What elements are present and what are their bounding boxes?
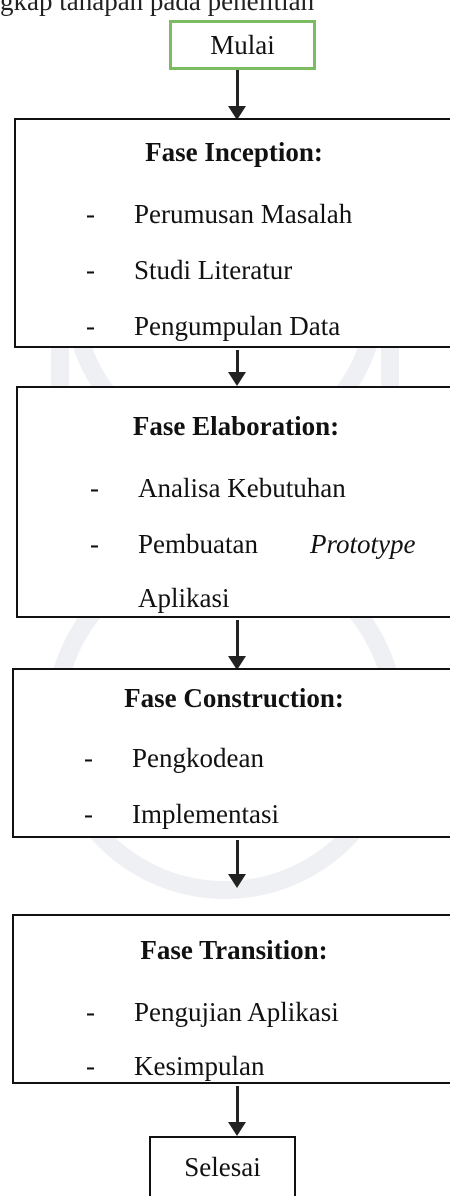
phase-inception-title: Fase Inception: — [145, 137, 323, 167]
arrow-inception-to-elaboration — [228, 350, 246, 386]
partial-caption-text: gkap tahapan pada penelitian — [0, 0, 315, 16]
phase-elaboration-title: Fase Elaboration: — [132, 411, 340, 441]
arrow-elaboration-to-construction — [228, 620, 246, 670]
end-node: Selesai — [149, 1136, 296, 1196]
phase-transition: Fase Transition: -Pengujian Aplikasi -Ke… — [12, 914, 450, 1084]
phase-elaboration: Fase Elaboration: -Analisa Kebutuhan -Pe… — [16, 386, 450, 618]
phase-construction: Fase Construction: -Pengkodean -Implemen… — [12, 668, 450, 838]
phase-elaboration-item-continued: Aplikasi — [138, 583, 230, 613]
arrow-transition-to-end — [228, 1086, 246, 1136]
phase-construction-title: Fase Construction: — [124, 683, 344, 713]
arrow-construction-to-transition — [228, 840, 246, 888]
phase-inception: Fase Inception: -Perumusan Masalah -Stud… — [14, 118, 450, 348]
start-node: Mulai — [169, 20, 316, 70]
arrow-start-to-inception — [228, 70, 246, 120]
start-label: Mulai — [210, 29, 275, 60]
phase-transition-title: Fase Transition: — [140, 935, 328, 965]
prototype-italic-text: Prototype — [310, 529, 416, 559]
end-label: Selesai — [184, 1151, 261, 1182]
